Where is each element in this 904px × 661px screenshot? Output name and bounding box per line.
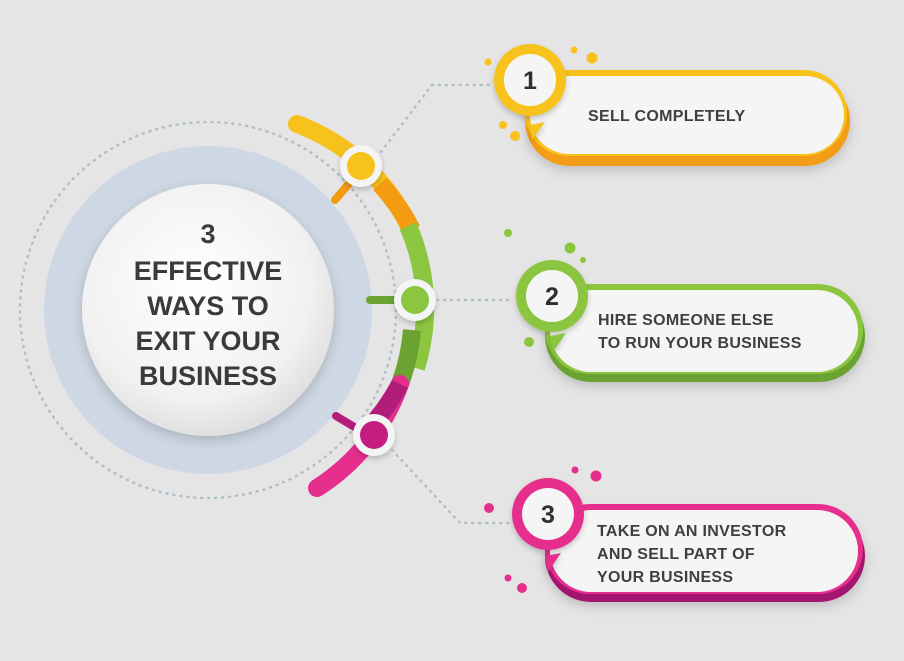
step-number-2: 2 [545,283,559,311]
arc-node-2 [394,279,436,321]
connector-3 [390,448,514,525]
outer-dotted-ring [18,120,398,500]
step-card-1: 1 SELL COMPLETELY [484,44,850,166]
step-pin-2 [516,260,588,352]
step-text-2-line-2: TO RUN YOUR BUSINESS [598,335,802,352]
step-card-2: 2 HIRE SOMEONE ELSE TO RUN YOUR BUSINESS [504,229,865,382]
step-text-2-line-1: HIRE SOMEONE ELSE [598,312,774,329]
connector-1 [379,83,495,154]
step-pin-3 [512,478,584,572]
title-line-2: EFFECTIVE [134,256,283,286]
step-text-3-line-3: YOUR BUSINESS [597,569,733,586]
arc-node-1 [340,145,382,187]
title-line-3: WAYS TO [147,291,269,321]
title-line-4: EXIT YOUR [135,326,280,356]
arc-node-3 [353,414,395,456]
step-text-3-line-1: TAKE ON AN INVESTOR [597,523,787,540]
step-text-1-line-1: SELL COMPLETELY [588,108,745,125]
spoke-3 [332,412,360,432]
step-card-3: 3 TAKE ON AN INVESTOR AND SELL PART OF Y… [484,466,865,602]
step-pin-1 [494,44,566,140]
center-disc [82,184,334,436]
step-text-3-line-2: AND SELL PART OF [597,546,755,563]
title-line-1: 3 [200,219,215,249]
step-number-1: 1 [523,67,537,95]
center-title: 3 EFFECTIVE WAYS TO EXIT YOUR BUSINESS [134,219,283,391]
title-line-5: BUSINESS [139,361,277,391]
step-number-3: 3 [541,501,555,529]
